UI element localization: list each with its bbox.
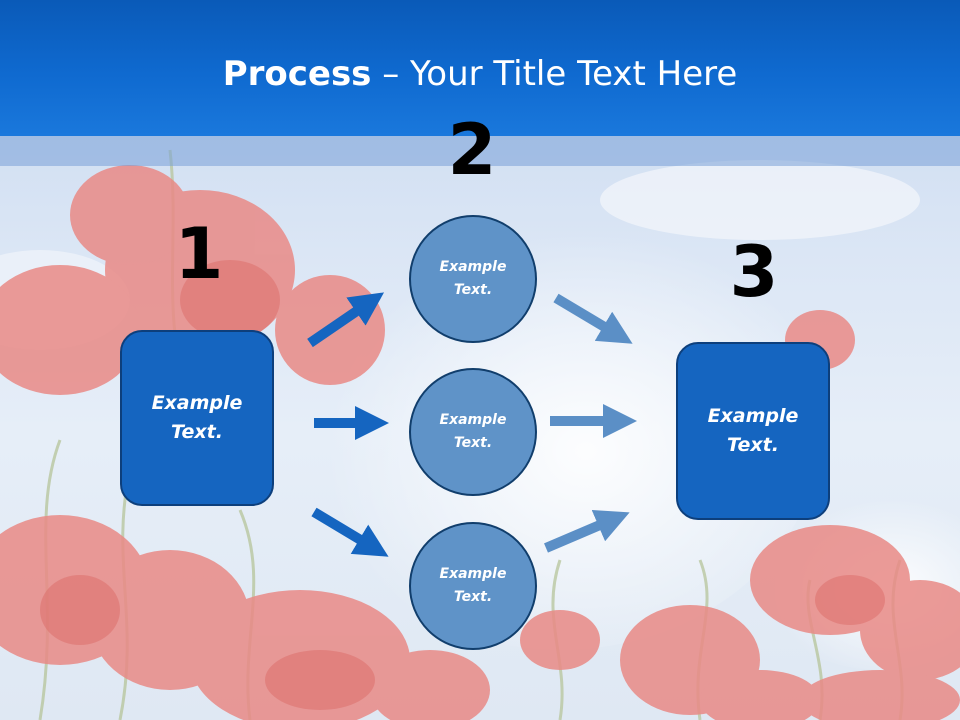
step-1-box-text: Example Text. <box>151 392 243 443</box>
arrow-2-to-3-top <box>553 293 633 344</box>
step-number-3: 3 <box>729 231 779 313</box>
step-2-circle-top: Example Text. <box>409 215 537 343</box>
title-bar <box>0 0 960 136</box>
arrow-1-to-2-bottom <box>311 507 389 557</box>
step-3-box-text: Example Text. <box>707 405 799 456</box>
step-2-circle-bottom: Example Text. <box>409 522 537 650</box>
arrow-2-to-3-bottom <box>544 510 630 553</box>
step-2-circle-middle-text: Example Text. <box>439 412 507 451</box>
title-rest: – Your Title Text Here <box>371 54 738 94</box>
slide-title: Process – Your Title Text Here <box>0 52 960 96</box>
step-2-circle-middle: Example Text. <box>409 368 537 496</box>
step-1-box: Example Text. <box>120 330 274 506</box>
title-strip <box>0 136 960 166</box>
step-number-2: 2 <box>447 109 497 191</box>
step-3-box: Example Text. <box>676 342 830 520</box>
arrow-1-to-2-top <box>307 292 385 348</box>
step-2-circle-top-text: Example Text. <box>439 259 507 298</box>
step-number-1: 1 <box>174 213 224 295</box>
step-2-circle-bottom-text: Example Text. <box>439 566 507 605</box>
title-strong: Process <box>222 54 372 94</box>
